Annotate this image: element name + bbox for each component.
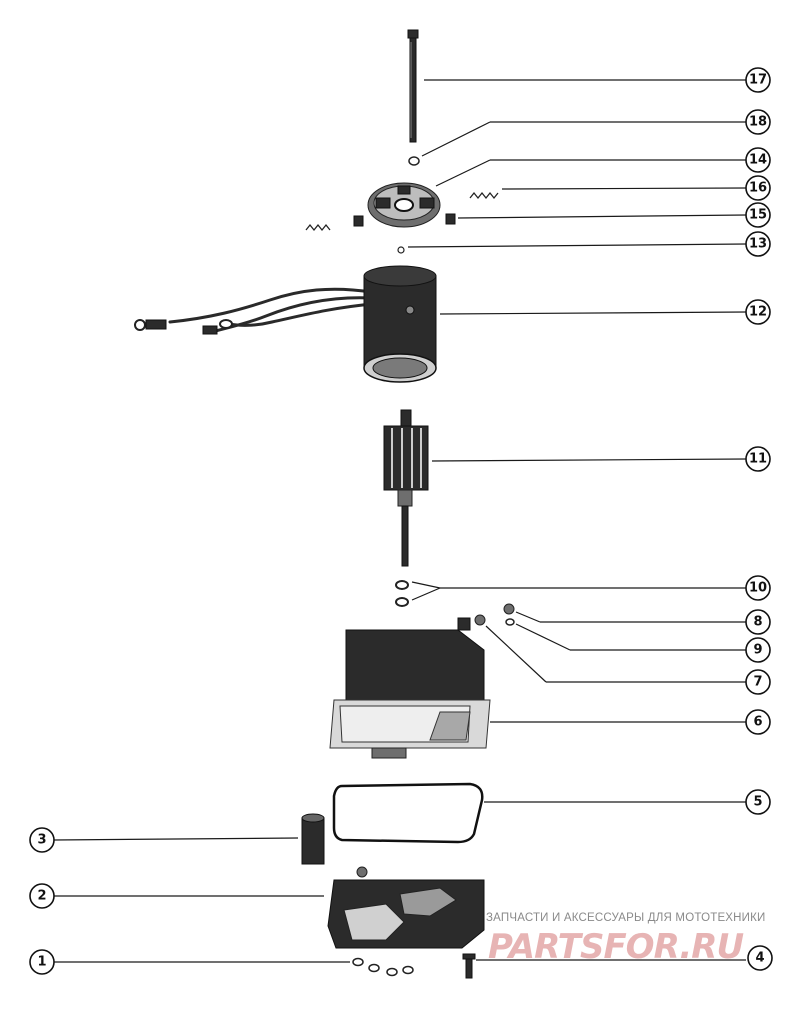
part-16-spring	[469, 191, 499, 200]
svg-text:15: 15	[749, 208, 767, 223]
callout-5: 5	[745, 789, 771, 815]
svg-text:3: 3	[37, 833, 46, 848]
svg-text:14: 14	[749, 153, 767, 168]
svg-text:4: 4	[755, 951, 764, 966]
watermark-logo: PARTSFOR.RU	[488, 927, 744, 967]
watermark-caption: ЗАПЧАСТИ И АКСЕССУАРЫ ДЛЯ МОТОТЕХНИКИ	[486, 912, 766, 924]
callout-16: 16	[745, 175, 771, 201]
callout-8: 8	[745, 609, 771, 635]
svg-text:16: 16	[749, 181, 767, 196]
callout-10: 10	[745, 575, 771, 601]
callout-17: 17	[745, 67, 771, 93]
watermark: ЗАПЧАСТИ И АКСЕССУАРЫ ДЛЯ МОТОТЕХНИКИ	[486, 912, 796, 924]
callout-7: 7	[745, 669, 771, 695]
part-17-rod	[407, 29, 419, 143]
svg-text:8: 8	[753, 615, 762, 630]
svg-text:7: 7	[753, 675, 762, 690]
part-5-gasket	[332, 782, 484, 844]
part-7-nut	[474, 614, 486, 626]
callout-4: 4	[747, 945, 773, 971]
svg-text:PARTSFOR.RU: PARTSFOR.RU	[488, 927, 743, 967]
svg-text:9: 9	[753, 643, 762, 658]
part-4-screw	[462, 953, 476, 979]
part-3-sleeve	[301, 813, 325, 865]
svg-text:12: 12	[749, 305, 767, 320]
part-15-brushes	[305, 213, 456, 232]
leader-lines	[53, 79, 747, 963]
svg-text:1: 1	[37, 955, 46, 970]
callout-2: 2	[29, 883, 55, 909]
callout-15: 15	[745, 202, 771, 228]
svg-text:17: 17	[749, 73, 767, 88]
callout-3: 3	[29, 827, 55, 853]
part-2-cover-plate	[327, 866, 485, 949]
callout-13: 13	[745, 231, 771, 257]
callout-9: 9	[745, 637, 771, 663]
part-8-nut	[503, 603, 515, 615]
svg-text:13: 13	[749, 237, 767, 252]
callout-11: 11	[745, 446, 771, 472]
svg-text:18: 18	[749, 115, 767, 130]
svg-text:5: 5	[753, 795, 762, 810]
callout-12: 12	[745, 299, 771, 325]
part-1-washers	[352, 957, 414, 977]
part-6-gear-housing	[329, 617, 491, 759]
part-18-ring	[408, 156, 420, 166]
callout-1: 1	[29, 949, 55, 975]
svg-text:2: 2	[37, 889, 46, 904]
callout-14: 14	[745, 147, 771, 173]
part-12-field-housing	[134, 265, 437, 383]
part-10-washers	[395, 580, 409, 607]
part-9-washer	[505, 618, 515, 626]
part-14-brush-plate	[367, 182, 441, 228]
part-13-washer	[397, 246, 405, 254]
callout-18: 18	[745, 109, 771, 135]
svg-text:11: 11	[749, 452, 767, 467]
callout-6: 6	[745, 709, 771, 735]
part-11-armature	[383, 409, 429, 567]
svg-text:10: 10	[749, 581, 767, 596]
svg-text:6: 6	[753, 715, 762, 730]
